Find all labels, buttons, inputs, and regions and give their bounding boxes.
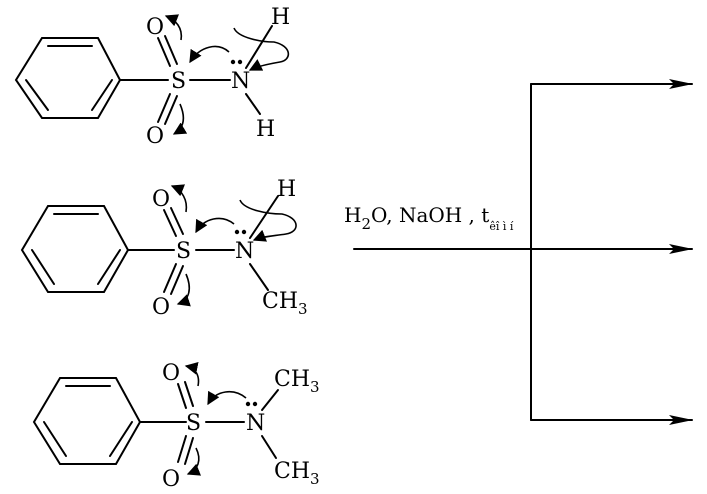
n-ch3-bond-bottom [261,435,277,459]
nitrogen-atom: N [246,411,265,436]
molecule-n-n-dimethyl-benzenesulfonamide: S O O N CH3 CH3 [32,361,320,492]
oxygen-bottom-atom: O [146,124,164,149]
lone-pair-dot [245,401,251,407]
n-h-bond-bottom [245,93,261,115]
methyl-group-bottom: CH3 [274,459,320,488]
n-h-bond [249,195,279,239]
benzene-ring [14,37,122,119]
sulfur-atom: S [171,69,186,94]
oxygen-top-atom: O [146,15,164,40]
sulfur-atom: S [176,239,191,264]
s-o-bottom-double-bond [177,435,194,465]
molecule-benzenesulfonamide: S O O N H H [14,5,290,149]
curved-arrow-h-to-n [233,27,290,71]
methyl-group: CH3 [262,289,308,318]
methyl-group-top: CH3 [274,367,320,396]
reaction-conditions: H2O, NaOH , têî ì í [344,203,514,233]
curved-arrow-n-to-s [195,217,235,234]
curved-arrow-n-to-s [207,390,247,406]
curved-arrow-o-bottom [172,103,188,135]
curved-arrow-o-bottom [176,273,191,307]
molecule-n-methyl-benzenesulfonamide: S O O N H CH3 [20,177,308,320]
nitrogen-atom: N [235,239,254,264]
reaction-arrows [353,79,693,425]
nitrogen-atom: N [231,69,250,94]
n-ch3-bond-top [261,389,279,411]
oxygen-bottom-atom: O [152,295,170,320]
hydrogen-atom: H [277,177,296,202]
curved-arrow-h-to-n [239,199,297,242]
benzene-ring [32,377,142,465]
oxygen-top-atom: O [162,361,180,386]
s-o-top-double-bond [177,381,194,409]
lone-pair-dot [234,229,240,235]
hydrogen-top-atom: H [271,5,290,30]
hydrogen-bottom-atom: H [256,117,275,142]
oxygen-top-atom: O [152,187,170,212]
curved-arrow-o-top [170,184,188,213]
n-ch3-bond [249,263,269,291]
s-o-bottom-double-bond [157,93,178,125]
n-h-bond-top [245,25,273,69]
lone-pair-dot [252,401,258,407]
curved-arrow-n-to-s [189,45,230,64]
curved-arrow-o-top [164,14,183,41]
s-o-top-double-bond [157,35,178,67]
oxygen-bottom-atom: O [162,467,180,492]
sulfur-atom: S [186,411,201,436]
lone-pair-dot [241,229,247,235]
s-o-bottom-double-bond [163,263,184,295]
lone-pair-dot [230,59,236,65]
curved-arrow-o-top [184,361,200,387]
lone-pair-dot [237,59,243,65]
benzene-ring [20,205,130,293]
curved-arrow-o-bottom [186,447,202,476]
s-o-top-double-bond [163,207,184,237]
